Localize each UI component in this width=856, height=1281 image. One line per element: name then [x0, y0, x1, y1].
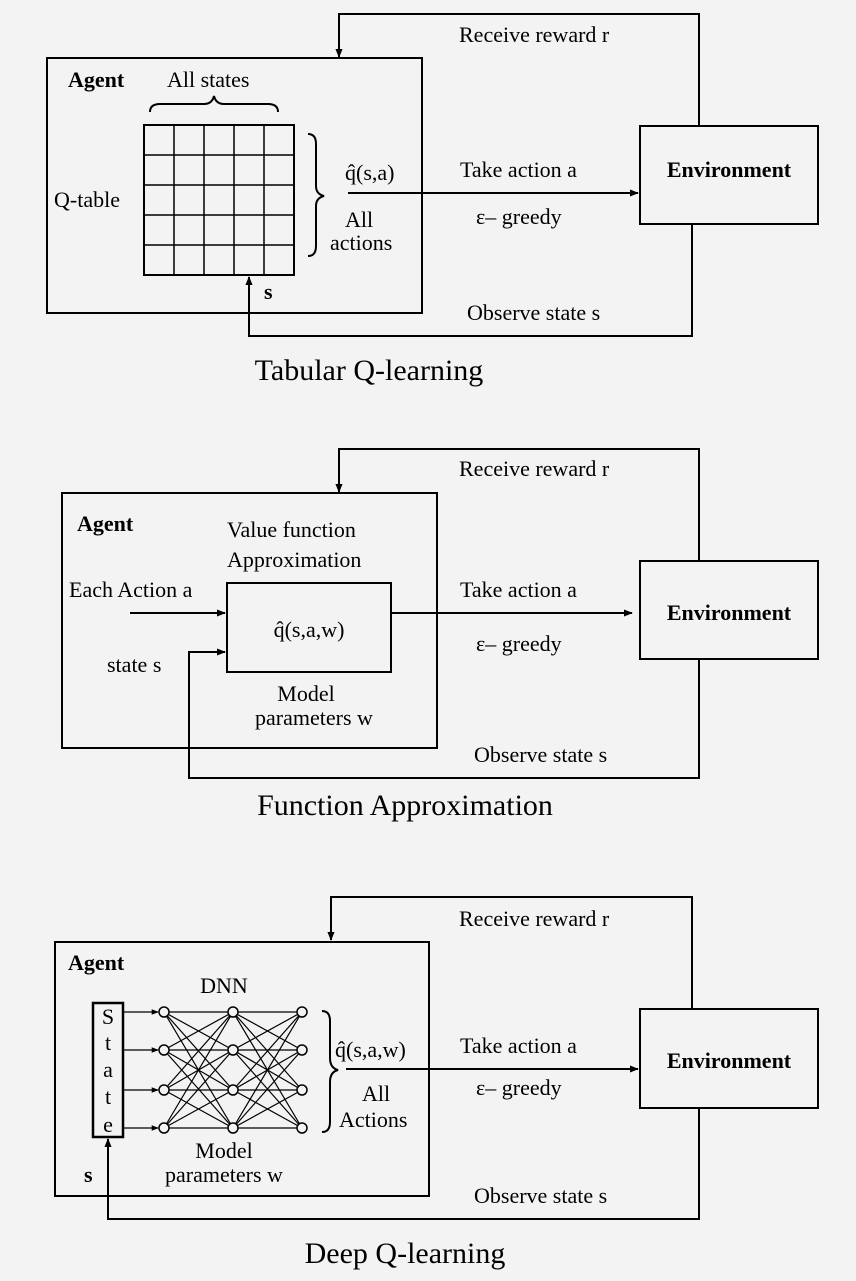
approximation-label: Approximation	[227, 547, 361, 572]
dnn-node	[158, 1006, 170, 1018]
dnn-node	[158, 1084, 170, 1096]
all-label: All	[362, 1081, 390, 1106]
actions-brace	[307, 133, 325, 257]
greedy-label: ε– greedy	[476, 631, 562, 656]
qhat-label: q̂(s,a,w)	[335, 1037, 406, 1062]
dnn-node	[296, 1122, 308, 1134]
dnn-node	[227, 1122, 239, 1134]
dnn-connection	[163, 1011, 234, 1091]
environment-box	[639, 560, 819, 660]
model-label: Model	[277, 681, 334, 706]
dnn-connection	[232, 1011, 303, 1129]
environment-box	[639, 125, 819, 225]
observe-label: Observe state s	[467, 300, 600, 325]
state-input-box	[91, 1001, 125, 1139]
all-states-label: All states	[167, 67, 250, 92]
state-letter: S	[102, 1004, 114, 1029]
states-brace	[149, 95, 279, 113]
state-letter: a	[103, 1057, 113, 1082]
actions-brace	[321, 1010, 339, 1133]
dnn-node	[296, 1044, 308, 1056]
tabular-panel: Agent All states Q-table q̂(s,a) All act…	[46, 13, 819, 387]
s-label: s	[84, 1162, 93, 1187]
dnn-connection	[163, 1011, 234, 1051]
model-label: Model	[195, 1138, 252, 1163]
environment-label: Environment	[667, 157, 792, 182]
greedy-label: ε– greedy	[476, 1075, 562, 1100]
dnn-node	[227, 1084, 239, 1096]
dnn-node	[158, 1122, 170, 1134]
dnn-label: DNN	[200, 973, 248, 998]
qhat-label: q̂(s,a,w)	[274, 617, 345, 642]
all-label: All	[345, 207, 373, 232]
dnn-network	[124, 1006, 308, 1134]
observe-arrow	[245, 224, 693, 337]
deepq-panel: Agent DNN S t a t e q̂(s,a,w) All Action…	[54, 896, 819, 1270]
environment-box	[639, 1008, 819, 1109]
observe-arrow	[188, 648, 700, 779]
actions-label: Actions	[339, 1107, 407, 1132]
q-table-grid	[143, 124, 295, 276]
parameters-label: parameters w	[165, 1162, 283, 1187]
reward-arrow	[335, 13, 700, 126]
state-letter: t	[105, 1084, 111, 1109]
reward-label: Receive reward r	[459, 456, 610, 481]
take-action-label: Take action a	[460, 1033, 577, 1058]
dnn-node	[296, 1006, 308, 1018]
state-letter: e	[103, 1112, 113, 1137]
greedy-label: ε– greedy	[476, 204, 562, 229]
s-label: s	[264, 279, 273, 304]
dnn-node	[227, 1044, 239, 1056]
observe-label: Observe state s	[474, 1183, 607, 1208]
dnn-connection	[232, 1049, 303, 1129]
dnn-connection	[232, 1089, 303, 1129]
dnn-connection	[232, 1011, 303, 1051]
observe-arrow	[104, 1108, 700, 1220]
environment-label: Environment	[667, 600, 792, 625]
environment-label: Environment	[667, 1048, 792, 1073]
funcapprox-panel: Agent Value function Approximation q̂(s,…	[61, 448, 819, 822]
dnn-connection	[163, 1089, 234, 1129]
dnn-connection	[163, 1049, 234, 1129]
dnn-connection	[232, 1011, 303, 1091]
qhat-label: q̂(s,a)	[345, 160, 394, 185]
dnn-connection	[163, 1011, 234, 1129]
qtable-label: Q-table	[54, 187, 120, 212]
approximator-box	[226, 582, 392, 673]
reward-arrow	[335, 448, 700, 561]
dnn-node	[158, 1044, 170, 1056]
reward-label: Receive reward r	[459, 22, 610, 47]
reward-label: Receive reward r	[459, 906, 610, 931]
reward-arrow	[327, 896, 693, 1009]
observe-label: Observe state s	[474, 742, 607, 767]
value-function-label: Value function	[227, 517, 356, 542]
state-letter: t	[105, 1030, 111, 1055]
parameters-label: parameters w	[255, 705, 373, 730]
tabular-caption: Tabular Q-learning	[255, 354, 484, 387]
each-action-label: Each Action a	[69, 577, 193, 602]
funcapprox-caption: Function Approximation	[257, 789, 553, 822]
agent-label: Agent	[68, 950, 125, 975]
dnn-node	[227, 1006, 239, 1018]
dnn-node	[296, 1084, 308, 1096]
state-s-label: state s	[107, 652, 161, 677]
deepq-caption: Deep Q-learning	[305, 1237, 506, 1270]
take-action-label: Take action a	[460, 157, 577, 182]
actions-label: actions	[330, 230, 392, 255]
take-action-label: Take action a	[460, 577, 577, 602]
agent-label: Agent	[68, 67, 125, 92]
agent-label: Agent	[77, 511, 134, 536]
